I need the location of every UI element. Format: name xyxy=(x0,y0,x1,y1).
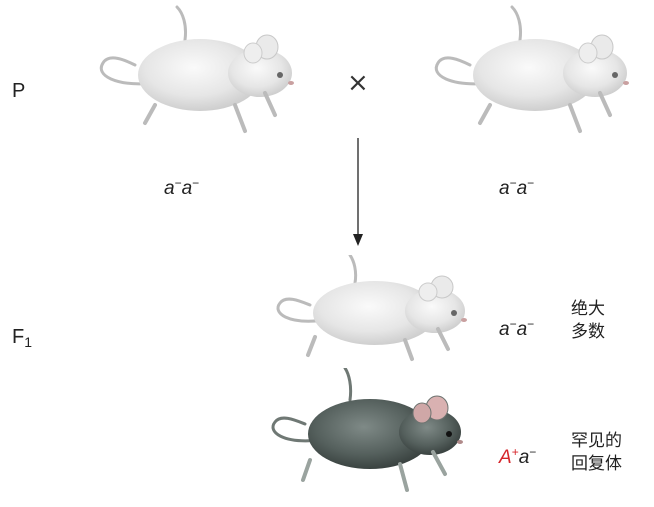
offspring-2-desc-line1: 罕见的 xyxy=(571,431,622,451)
offspring-2-genotype: A+a− xyxy=(499,445,537,468)
parent-left-genotype: a−a− xyxy=(164,176,200,199)
white-mouse-illustration xyxy=(99,5,294,133)
offspring-1-genotype: a−a− xyxy=(499,317,535,340)
offspring-1-desc-line1: 绝大 xyxy=(571,299,605,319)
parent-mouse-left xyxy=(95,5,305,140)
parent-mouse-right xyxy=(430,5,640,140)
offspring-1-desc-line2: 多数 xyxy=(571,322,605,342)
offspring-mouse-dark xyxy=(265,368,475,503)
white-mouse-illustration xyxy=(276,255,467,361)
offspring-mouse-white xyxy=(270,255,480,365)
dark-mouse-illustration xyxy=(271,368,463,492)
parent-right-genotype: a−a− xyxy=(499,176,535,199)
offspring-2-description: 罕见的 回复体 xyxy=(571,430,622,476)
generation-label-f1: F1 xyxy=(12,326,33,350)
offspring-2-desc-line2: 回复体 xyxy=(571,454,622,474)
cross-symbol: × xyxy=(347,68,369,98)
down-arrow-icon xyxy=(353,138,363,246)
offspring-1-description: 绝大 多数 xyxy=(571,298,605,344)
generation-label-p: P xyxy=(12,80,26,102)
white-mouse-illustration xyxy=(434,5,629,133)
